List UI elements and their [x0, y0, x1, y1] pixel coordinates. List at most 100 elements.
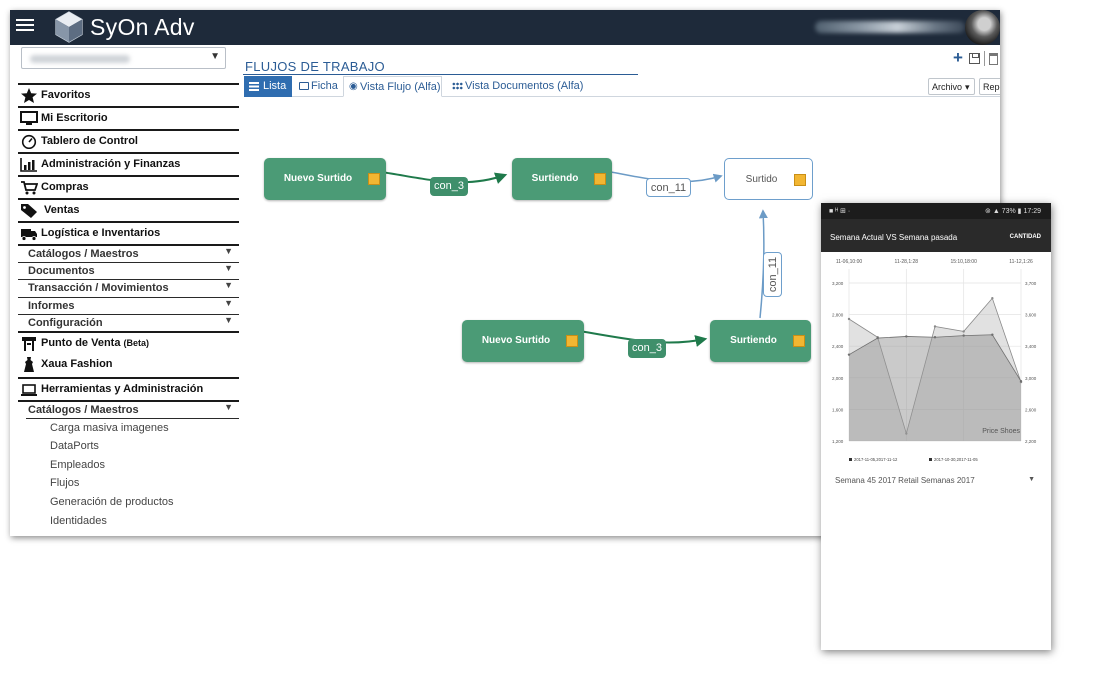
- tab-ficha[interactable]: Ficha: [296, 76, 340, 97]
- sidebar-item-herramientas[interactable]: Herramientas y Administración: [18, 377, 239, 399]
- sidebar-item-tablero[interactable]: Tablero de Control: [18, 129, 239, 151]
- submenu-label: Catálogos / Maestros: [28, 248, 139, 260]
- submenu-label: Transacción / Movimientos: [28, 282, 169, 294]
- connector-label-con-11-vertical[interactable]: con_11: [763, 252, 782, 297]
- submenu-documentos[interactable]: Documentos ▼: [18, 262, 239, 279]
- flow-node-surtiendo-2[interactable]: Surtiendo: [710, 320, 811, 362]
- leaf-identidades[interactable]: Identidades: [50, 515, 107, 527]
- submenu-configuracion[interactable]: Configuración ▼: [18, 314, 239, 331]
- legend-swatch: [849, 458, 852, 461]
- eye-icon: ◉: [349, 81, 358, 92]
- plus-icon[interactable]: +: [953, 48, 963, 67]
- submenu-label: Documentos: [28, 265, 95, 277]
- tab-label: Vista Documentos (Alfa): [465, 80, 584, 92]
- x-tick-label: 11-12,1:26: [1009, 259, 1033, 265]
- submenu-catalogos-herramientas[interactable]: Catálogos / Maestros ▼: [18, 400, 239, 418]
- archivo-dropdown[interactable]: Archivo ▾: [928, 78, 975, 95]
- leaf-empleados[interactable]: Empleados: [50, 459, 106, 471]
- sidebar-item-favoritos[interactable]: Favoritos: [18, 83, 239, 105]
- sidebar-item-compras[interactable]: Compras: [18, 175, 239, 197]
- list-icon: [249, 82, 259, 91]
- trash-icon[interactable]: [989, 53, 998, 65]
- archivo-label: Archivo: [932, 82, 963, 92]
- node-label: Nuevo Surtido: [283, 173, 353, 184]
- hamburger-menu-icon[interactable]: [16, 16, 34, 34]
- tag-icon: [21, 204, 37, 218]
- leaf-generacion-productos[interactable]: Generación de productos: [50, 496, 174, 508]
- pos-terminal-icon: [22, 337, 36, 351]
- sidebar-item-label: Mi Escritorio: [41, 112, 108, 124]
- company-select[interactable]: ▼: [21, 47, 226, 69]
- phone-header-title: Semana Actual VS Semana pasada: [830, 233, 958, 242]
- toolbar-icons: +: [953, 48, 1000, 69]
- divider: [26, 418, 239, 419]
- sidebar-item-label: Compras: [41, 181, 89, 193]
- y-left-tick-label: 2,400: [832, 344, 844, 349]
- beta-badge: (Beta): [123, 338, 150, 348]
- node-marker-icon: [368, 173, 380, 185]
- connector-label-con-3-bottom[interactable]: con_3: [628, 339, 666, 358]
- tab-vista-documentos[interactable]: Vista Documentos (Alfa): [448, 76, 588, 97]
- sidebar: ▼ Favoritos Mi Escritorio Tablero de Con…: [10, 45, 243, 536]
- submenu-transaccion[interactable]: Transacción / Movimientos ▼: [18, 279, 239, 296]
- flow-node-nuevo-surtido[interactable]: Nuevo Surtido: [264, 158, 386, 200]
- leaf-flujos[interactable]: Flujos: [50, 477, 80, 489]
- x-tick-label: 11-28,1:28: [895, 259, 919, 265]
- data-point: [962, 330, 965, 333]
- tab-lista[interactable]: Lista: [244, 76, 292, 97]
- y-left-tick-label: 3,200: [832, 281, 844, 286]
- node-marker-icon: [793, 335, 805, 347]
- sidebar-item-administracion[interactable]: Administración y Finanzas: [18, 152, 239, 174]
- flow-node-nuevo-surtido-2[interactable]: Nuevo Surtido: [462, 320, 584, 362]
- node-label: Nuevo Surtido: [481, 335, 551, 346]
- cantidad-button[interactable]: CANTIDAD: [1009, 234, 1041, 240]
- sidebar-item-label: Logística e Inventarios: [41, 227, 161, 239]
- sidebar-item-punto-de-venta[interactable]: Punto de Venta (Beta): [18, 331, 239, 353]
- data-point: [905, 335, 908, 338]
- caret-down-icon: ▼: [224, 246, 233, 256]
- node-marker-icon: [566, 335, 578, 347]
- save-icon[interactable]: [969, 53, 980, 64]
- x-tick-label: 11-06,10:00: [836, 259, 863, 265]
- data-point: [876, 336, 879, 340]
- submenu-label: Catálogos / Maestros: [28, 404, 139, 416]
- y-left-tick-label: 2,000: [832, 376, 844, 381]
- connector-label-con-3[interactable]: con_3: [430, 177, 468, 196]
- user-name-blurred[interactable]: [815, 21, 965, 33]
- sidebar-item-label: Administración y Finanzas: [41, 158, 181, 170]
- leaf-carga-masiva[interactable]: Carga masiva imagenes: [50, 422, 169, 434]
- reportes-button[interactable]: Repo: [979, 78, 1000, 95]
- app-title: SyOn Adv: [90, 14, 195, 40]
- phone-screenshot: ■ ᴴ ⊞ · ⊚ ▲ 73% ▮ 17:29 Semana Actual VS…: [821, 203, 1051, 650]
- tab-vista-flujo[interactable]: ◉ Vista Flujo (Alfa): [343, 76, 442, 97]
- data-point: [847, 317, 851, 321]
- flow-node-surtido[interactable]: Surtido: [724, 158, 813, 200]
- laptop-icon: [21, 384, 37, 396]
- user-avatar[interactable]: [965, 10, 1000, 45]
- leaf-dataports[interactable]: DataPorts: [50, 440, 99, 452]
- flow-node-surtiendo[interactable]: Surtiendo: [512, 158, 612, 200]
- caret-down-icon: ▼: [1028, 476, 1035, 483]
- sidebar-item-logistica[interactable]: Logística e Inventarios: [18, 221, 239, 243]
- sidebar-item-label: Tablero de Control: [41, 135, 138, 147]
- submenu-informes[interactable]: Informes ▼: [18, 297, 239, 314]
- sidebar-item-ventas[interactable]: Ventas: [18, 198, 239, 220]
- data-point: [991, 333, 994, 336]
- grid-icon: [452, 82, 463, 90]
- dashboard-icon: [21, 134, 37, 149]
- submenu-label: Configuración: [28, 317, 103, 329]
- submenu-catalogos[interactable]: Catálogos / Maestros ▼: [18, 244, 239, 261]
- chevron-down-icon: ▼: [210, 51, 220, 62]
- phone-header: Semana Actual VS Semana pasada CANTIDAD: [821, 219, 1051, 252]
- connector-label-con-11[interactable]: con_11: [646, 178, 691, 197]
- sidebar-item-mi-escritorio[interactable]: Mi Escritorio: [18, 106, 239, 128]
- dress-icon: [24, 357, 34, 372]
- data-point: [991, 297, 994, 300]
- y-right-tick-label: 3,700: [1025, 281, 1037, 286]
- y-right-tick-label: 3,000: [1025, 376, 1037, 381]
- caret-down-icon: ▾: [965, 82, 970, 92]
- caret-down-icon: ▼: [224, 280, 233, 290]
- sidebar-item-xaua-fashion[interactable]: Xaua Fashion: [18, 354, 239, 376]
- phone-footer-select[interactable]: Semana 45 2017 Retail Semanas 2017 ▼: [835, 476, 1035, 490]
- flow-canvas[interactable]: Nuevo Surtido Surtiendo Surtido Nuevo Su…: [243, 98, 1000, 536]
